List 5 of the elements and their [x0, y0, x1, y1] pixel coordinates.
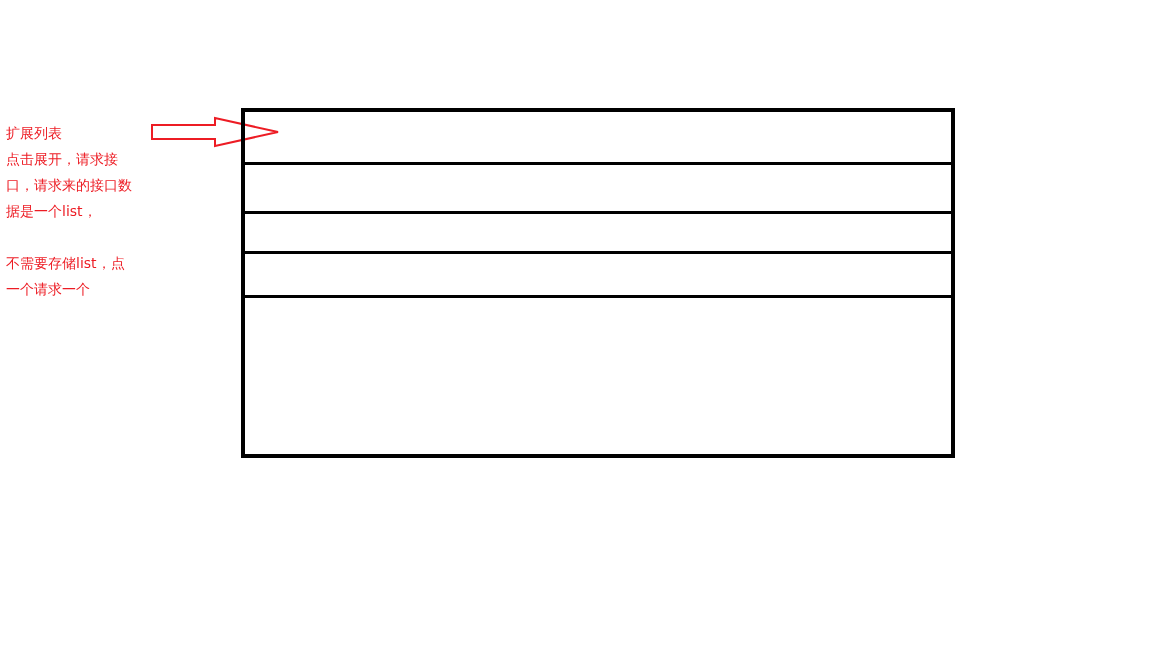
list-panel	[241, 108, 955, 458]
note-heading: 扩展列表	[6, 124, 63, 143]
block-arrow	[151, 116, 279, 148]
note-text: 不需要存储list，点一个请求一个	[6, 254, 126, 299]
note-text: 点击展开，请求接口，请求来的接口数据是一个list，	[6, 150, 133, 221]
